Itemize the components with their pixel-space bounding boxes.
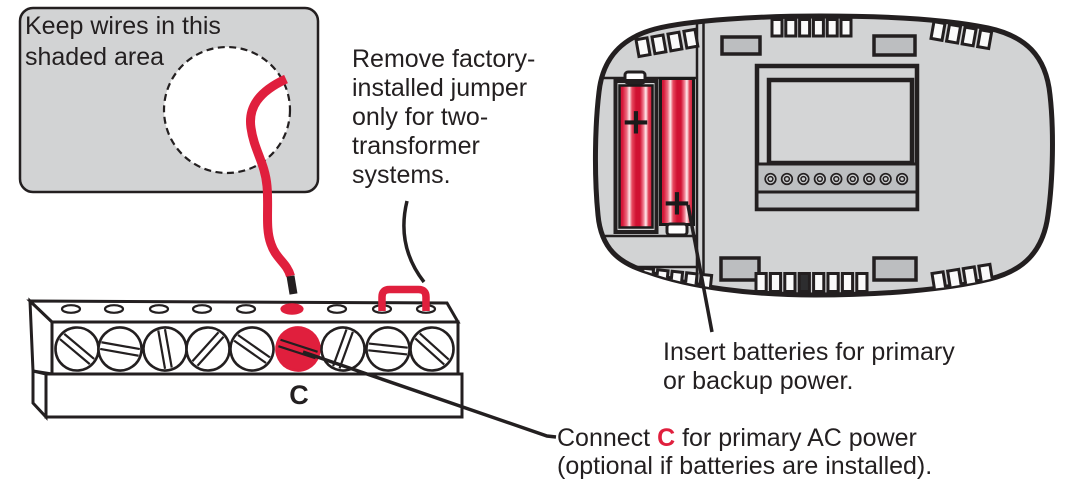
- module-screw: [895, 172, 909, 186]
- vent-slot: [855, 272, 869, 293]
- vent-slot: [812, 272, 826, 293]
- terminal-screw: [365, 326, 411, 372]
- display-window: [766, 77, 915, 166]
- wire-hole: [326, 304, 348, 314]
- mounting-boss-top-left: [720, 35, 762, 56]
- battery-positive-mark: +: [662, 183, 692, 224]
- mounting-boss-top-right: [872, 34, 917, 57]
- mounting-boss-bottom-right: [872, 256, 918, 282]
- terminal-screw: [229, 326, 275, 372]
- vent-slot: [770, 18, 784, 38]
- battery-right: [659, 77, 695, 226]
- wire-hole: [235, 304, 257, 314]
- vent-slot: [839, 18, 853, 38]
- display-module: [754, 63, 920, 212]
- terminal-block-ledge: [44, 372, 464, 419]
- module-terminal-screws: [764, 172, 909, 186]
- battery-left: [618, 84, 654, 229]
- thermostat-back: + +: [595, 16, 1052, 295]
- wire-entry-holes: [60, 303, 437, 315]
- vent-slot: [798, 18, 812, 38]
- wire-hole: [148, 304, 170, 314]
- module-screw: [830, 172, 843, 186]
- module-screw: [764, 172, 777, 186]
- vent-slot: [634, 36, 652, 59]
- jumper-leader-line: [402, 200, 426, 284]
- vent-slot: [666, 30, 684, 53]
- connect-text-line2: (optional if batteries are installed).: [557, 452, 933, 480]
- c-terminal-leader-line: [302, 350, 557, 439]
- vents-bottom-center: [754, 272, 869, 293]
- vents-top-left: [634, 27, 700, 59]
- battery-holder: [613, 79, 659, 234]
- c-terminal-ref: C: [657, 424, 676, 452]
- vent-slot: [975, 28, 994, 51]
- vent-slot: [683, 271, 699, 293]
- terminal-screw: [320, 326, 366, 372]
- vents-top-center: [770, 18, 853, 38]
- vent-slot: [811, 18, 825, 38]
- terminal-screw: [97, 326, 143, 372]
- c-terminal-label: C: [289, 380, 309, 410]
- terminal-screws: [54, 326, 455, 372]
- wire-hole: [60, 304, 82, 314]
- vent-slot: [682, 27, 700, 50]
- terminal-screw: [185, 326, 231, 372]
- battery-compartment: + +: [613, 70, 695, 237]
- vent-slot: [650, 33, 668, 56]
- c-wire: [246, 74, 298, 295]
- terminal-block-ledge-left: [31, 369, 48, 421]
- vent-slot: [797, 272, 811, 293]
- c-terminal-screw: [275, 326, 321, 372]
- c-wire-stripped-tip: [286, 275, 298, 295]
- connect-text-prefix: Connect: [557, 424, 658, 452]
- c-wire-insulation: [246, 74, 295, 278]
- vent-slot: [784, 18, 798, 38]
- vent-slot: [825, 18, 839, 38]
- vent-slot: [768, 272, 783, 293]
- wire-hole: [103, 304, 125, 314]
- module-screw: [846, 172, 859, 186]
- insert-batteries-note: Insert batteries for primary or backup p…: [663, 338, 955, 395]
- terminal-block: [26, 285, 464, 421]
- vent-slot: [783, 272, 797, 293]
- vent-slot: [754, 272, 768, 293]
- battery-contact-tab-bottom: [665, 222, 689, 237]
- vent-slot: [840, 272, 855, 293]
- battery-positive-mark: +: [621, 102, 651, 143]
- mounting-boss-bottom-left: [719, 256, 761, 282]
- terminal-screw: [409, 326, 455, 372]
- connect-text-suffix: for primary AC power: [675, 424, 917, 452]
- wire-hole: [191, 304, 213, 314]
- c-wire-hole: [280, 303, 304, 315]
- vent-slot: [960, 25, 978, 48]
- battery-leader-line: [686, 204, 714, 333]
- terminal-screw: [54, 326, 100, 372]
- remove-jumper-note: Remove factory- installed jumper only fo…: [352, 45, 536, 189]
- connect-c-note: Connect C for primary AC power(optional …: [557, 424, 932, 480]
- module-bottom-bar: [755, 190, 919, 211]
- factory-jumper: [378, 285, 430, 311]
- module-screw: [863, 172, 876, 186]
- module-screw: [813, 172, 826, 186]
- vent-slot: [944, 22, 963, 45]
- vent-slot: [929, 19, 947, 43]
- vent-slot: [826, 272, 840, 293]
- module-screw: [797, 172, 810, 186]
- module-screw: [879, 172, 892, 186]
- module-screw: [780, 172, 794, 186]
- keep-wires-label: Keep wires in this shaded area: [25, 12, 221, 71]
- vents-top-right: [929, 19, 994, 51]
